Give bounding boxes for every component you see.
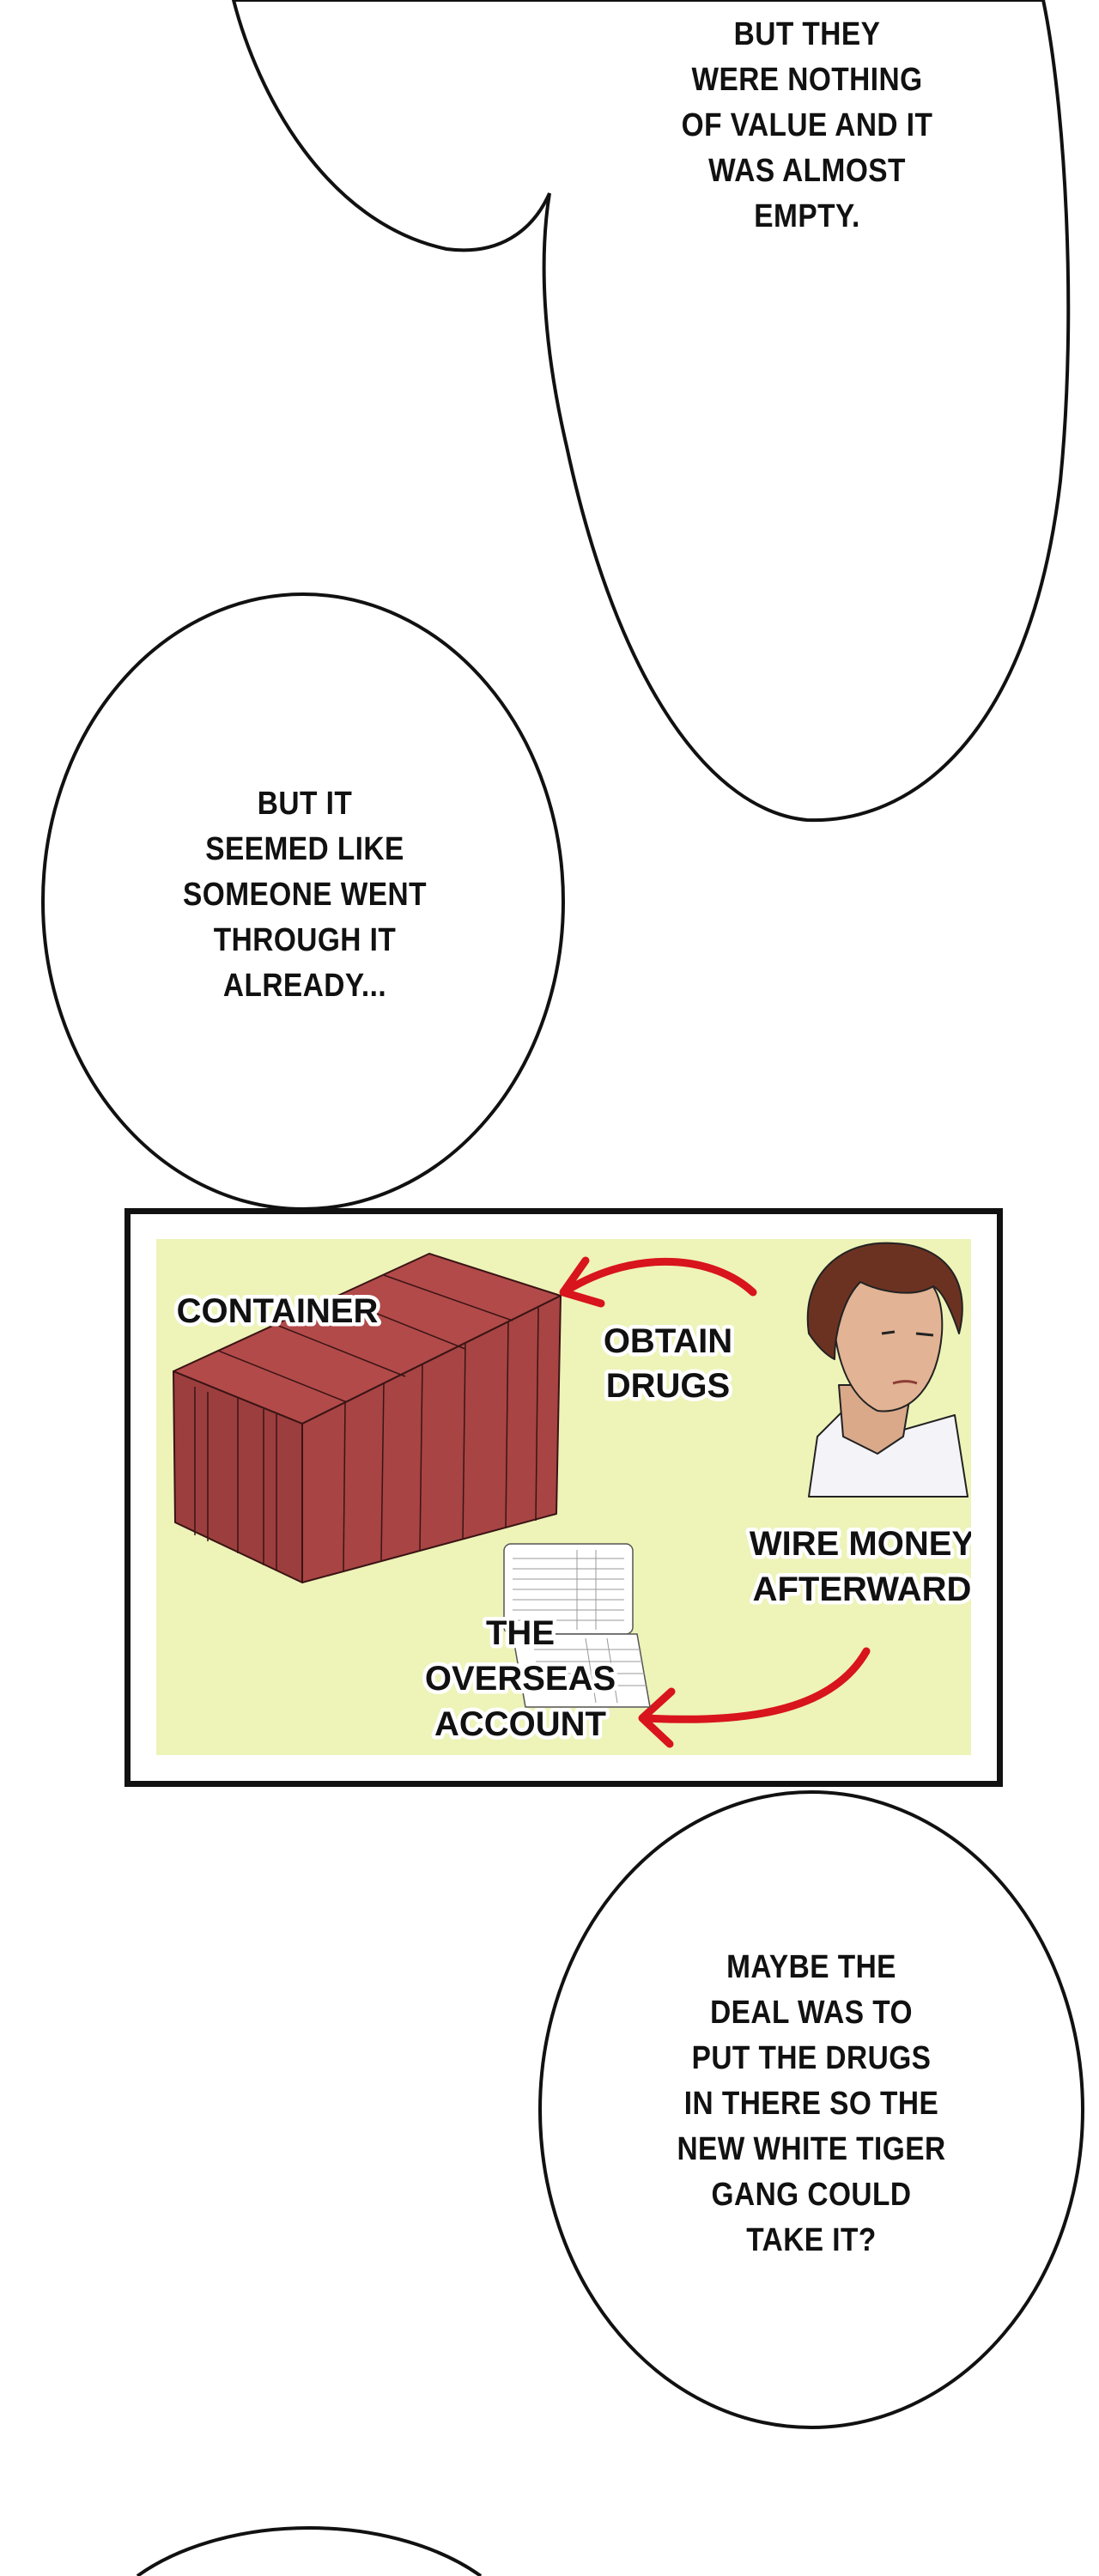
label-account-line3: ACCOUNT bbox=[434, 1705, 606, 1743]
panel-illustration: CONTAINER OBTAIN DRUGS WIRE MONEY AFTERW… bbox=[173, 1242, 979, 1748]
arrow-obtain-drugs-icon bbox=[559, 1256, 757, 1308]
label-wire-line2: AFTERWARD bbox=[753, 1571, 971, 1608]
man-portrait-illustration bbox=[806, 1242, 968, 1498]
ledger-book-illustration bbox=[503, 1543, 651, 1708]
arrow-wire-money-icon bbox=[638, 1647, 871, 1748]
bubble-text-2: BUT IT SEEMED LIKE SOMEONE WENT THROUGH … bbox=[154, 781, 456, 1009]
bubble-line: THROUGH IT bbox=[213, 922, 397, 958]
bubble-line: NEW WHITE TIGER bbox=[677, 2131, 946, 2167]
bubble-line: ALREADY... bbox=[222, 968, 387, 1004]
bubble-line: OF VALUE AND IT bbox=[681, 107, 933, 143]
label-wire-line1: WIRE MONEY bbox=[750, 1525, 971, 1563]
bubble-text-3: MAYBE THE DEAL WAS TO PUT THE DRUGS IN T… bbox=[660, 1945, 962, 2263]
label-account-line1: THE bbox=[486, 1614, 555, 1652]
label-obtain-line1: OBTAIN bbox=[604, 1322, 732, 1360]
bubble-line: PUT THE DRUGS bbox=[691, 2040, 932, 2076]
bubble-line: EMPTY. bbox=[754, 198, 860, 234]
bubble-line: IN THERE SO THE bbox=[683, 2086, 939, 2122]
comic-panel: CONTAINER OBTAIN DRUGS WIRE MONEY AFTERW… bbox=[124, 1208, 1003, 1787]
bubble-line: GANG COULD bbox=[711, 2177, 912, 2213]
bubble-text-1: BUT THEY WERE NOTHING OF VALUE AND IT WA… bbox=[656, 12, 958, 240]
bubble-line: SEEMED LIKE bbox=[205, 831, 404, 867]
label-obtain-line2: DRUGS bbox=[606, 1367, 730, 1405]
bubble-line: WAS ALMOST bbox=[708, 153, 906, 189]
speech-bubble-bottom-partial bbox=[136, 2526, 483, 2576]
bubble-line: SOMEONE WENT bbox=[183, 877, 427, 913]
panel-diagram: CONTAINER OBTAIN DRUGS WIRE MONEY AFTERW… bbox=[156, 1239, 979, 1755]
speech-bubble-lower bbox=[538, 1790, 1084, 2429]
bubble-line: BUT THEY bbox=[733, 16, 881, 52]
bubble-line: TAKE IT? bbox=[746, 2222, 877, 2258]
speech-bubble-top bbox=[231, 0, 1071, 823]
label-container: CONTAINER bbox=[177, 1292, 379, 1330]
bubble-line: BUT IT bbox=[257, 786, 353, 822]
shipping-container-illustration bbox=[173, 1253, 562, 1583]
bubble-line: MAYBE THE bbox=[726, 1949, 896, 1985]
bubble-line: WERE NOTHING bbox=[691, 62, 923, 98]
bubble-line: DEAL WAS TO bbox=[710, 1995, 913, 2031]
label-account-line2: OVERSEAS bbox=[425, 1660, 616, 1698]
